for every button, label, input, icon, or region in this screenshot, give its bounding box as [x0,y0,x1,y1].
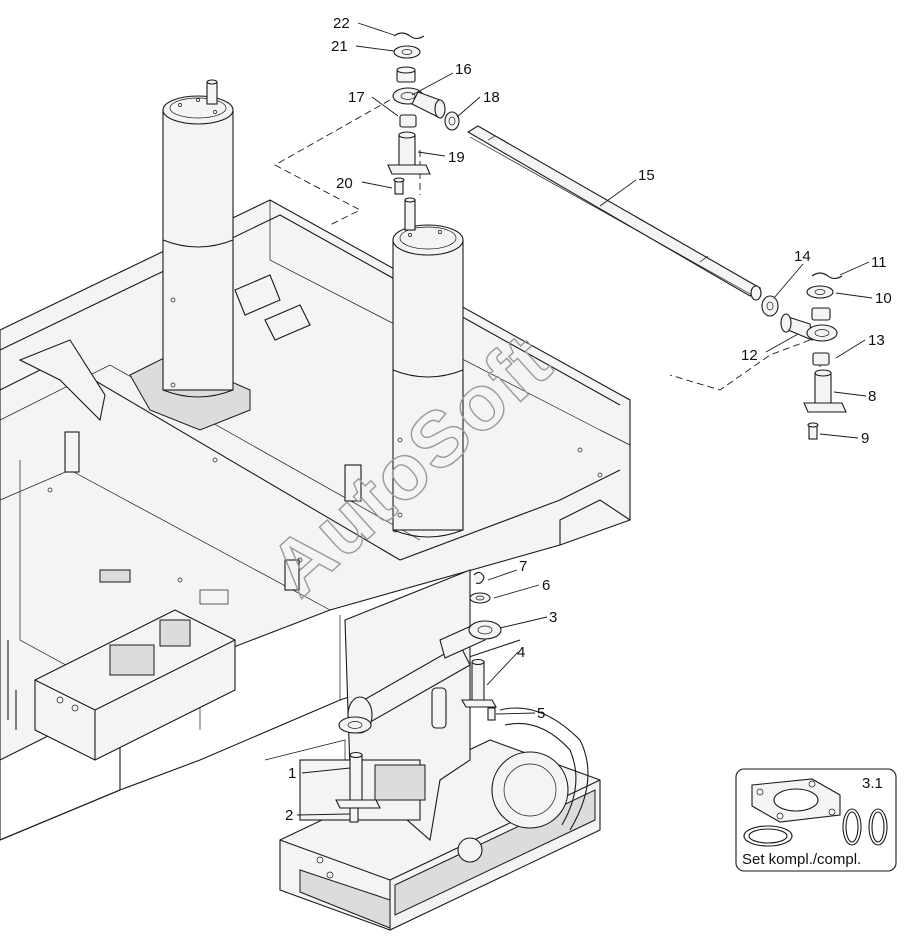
callout-22: 22 [333,15,350,32]
inset-caption: Set kompl./compl. [742,851,861,868]
callout-4: 4 [517,644,525,661]
left-support-cylinder [129,79,251,431]
gasket-set-inset: 3.1 Set kompl./compl. [735,768,897,872]
leader-lines [296,22,873,816]
callout-1: 1 [288,765,296,782]
callout-3: 3 [549,609,557,626]
right-pivot-hardware [761,272,847,440]
callout-20: 20 [336,175,353,192]
callout-12: 12 [741,347,758,364]
callout-2: 2 [285,807,293,824]
callout-8: 8 [868,388,876,405]
connecting-shaft [466,125,762,301]
callout-14: 14 [794,248,811,265]
callout-17: 17 [348,89,365,106]
callout-18: 18 [483,89,500,106]
callout-15: 15 [638,167,655,184]
callout-16: 16 [455,61,472,78]
callout-21: 21 [331,38,348,55]
left-track-unit [7,609,236,761]
callout-numbers: 22 21 16 17 18 19 20 15 14 11 10 12 13 8… [285,15,892,824]
callout-10: 10 [875,290,892,307]
right-support-cylinder [392,197,464,538]
callout-13: 13 [868,332,885,349]
callout-6: 6 [542,577,550,594]
callout-19: 19 [448,149,465,166]
inset-item-number: 3.1 [862,775,883,792]
callout-5: 5 [537,705,545,722]
lower-track-unit [264,569,601,931]
callout-11: 11 [871,254,887,271]
callout-7: 7 [519,558,527,575]
callout-9: 9 [861,430,869,447]
upper-pivot-hardware [387,32,460,195]
